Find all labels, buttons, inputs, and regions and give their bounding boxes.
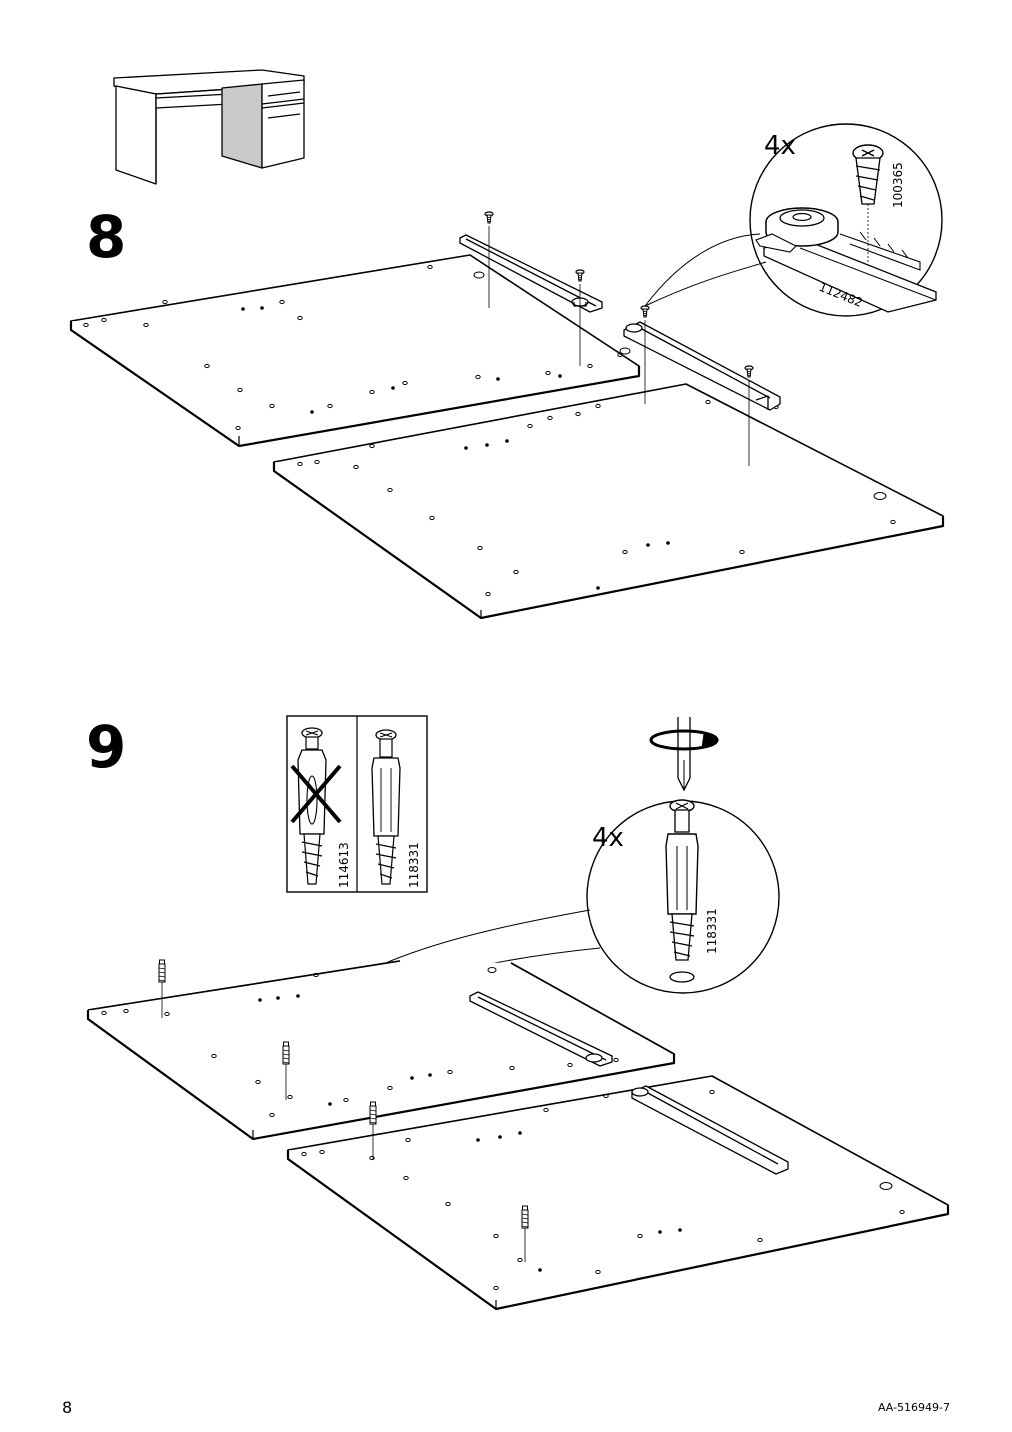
step9-part-comparison-box [286,715,428,893]
rotate-arrow-icon [649,729,720,751]
step9-dowels [158,959,529,1262]
right-dowel-icon [371,729,401,885]
step8-panel-right [272,383,945,620]
step8-screws [484,211,754,466]
step8-rail-right [623,321,781,411]
step8-screw-part-number: 100365 [891,162,905,208]
step9-panel-right [286,1075,950,1311]
step8-panel-left [69,254,641,448]
step8-quantity-label: 4x [764,131,796,161]
step9-rail-left [469,991,613,1067]
wrong-cross-icon [290,764,342,824]
page-number: 8 [62,1398,73,1417]
step9-wrong-part-number: 114613 [337,842,351,888]
step9-rail-right [631,1085,789,1175]
screwdriver-icon [677,717,691,792]
step-8-number: 8 [86,203,127,271]
step9-right-part-number: 118331 [407,842,421,888]
step9-detail-callout [283,717,780,1041]
step9-dowel-part-number: 118331 [705,908,719,954]
step-9-number: 9 [86,713,127,781]
step9-quantity-label: 4x [592,823,624,853]
step9-panel-left [86,960,676,1141]
document-code: AA-516949-7 [877,1401,950,1414]
step8-detail-callout [644,123,943,317]
desk-overview-icon [113,69,305,185]
